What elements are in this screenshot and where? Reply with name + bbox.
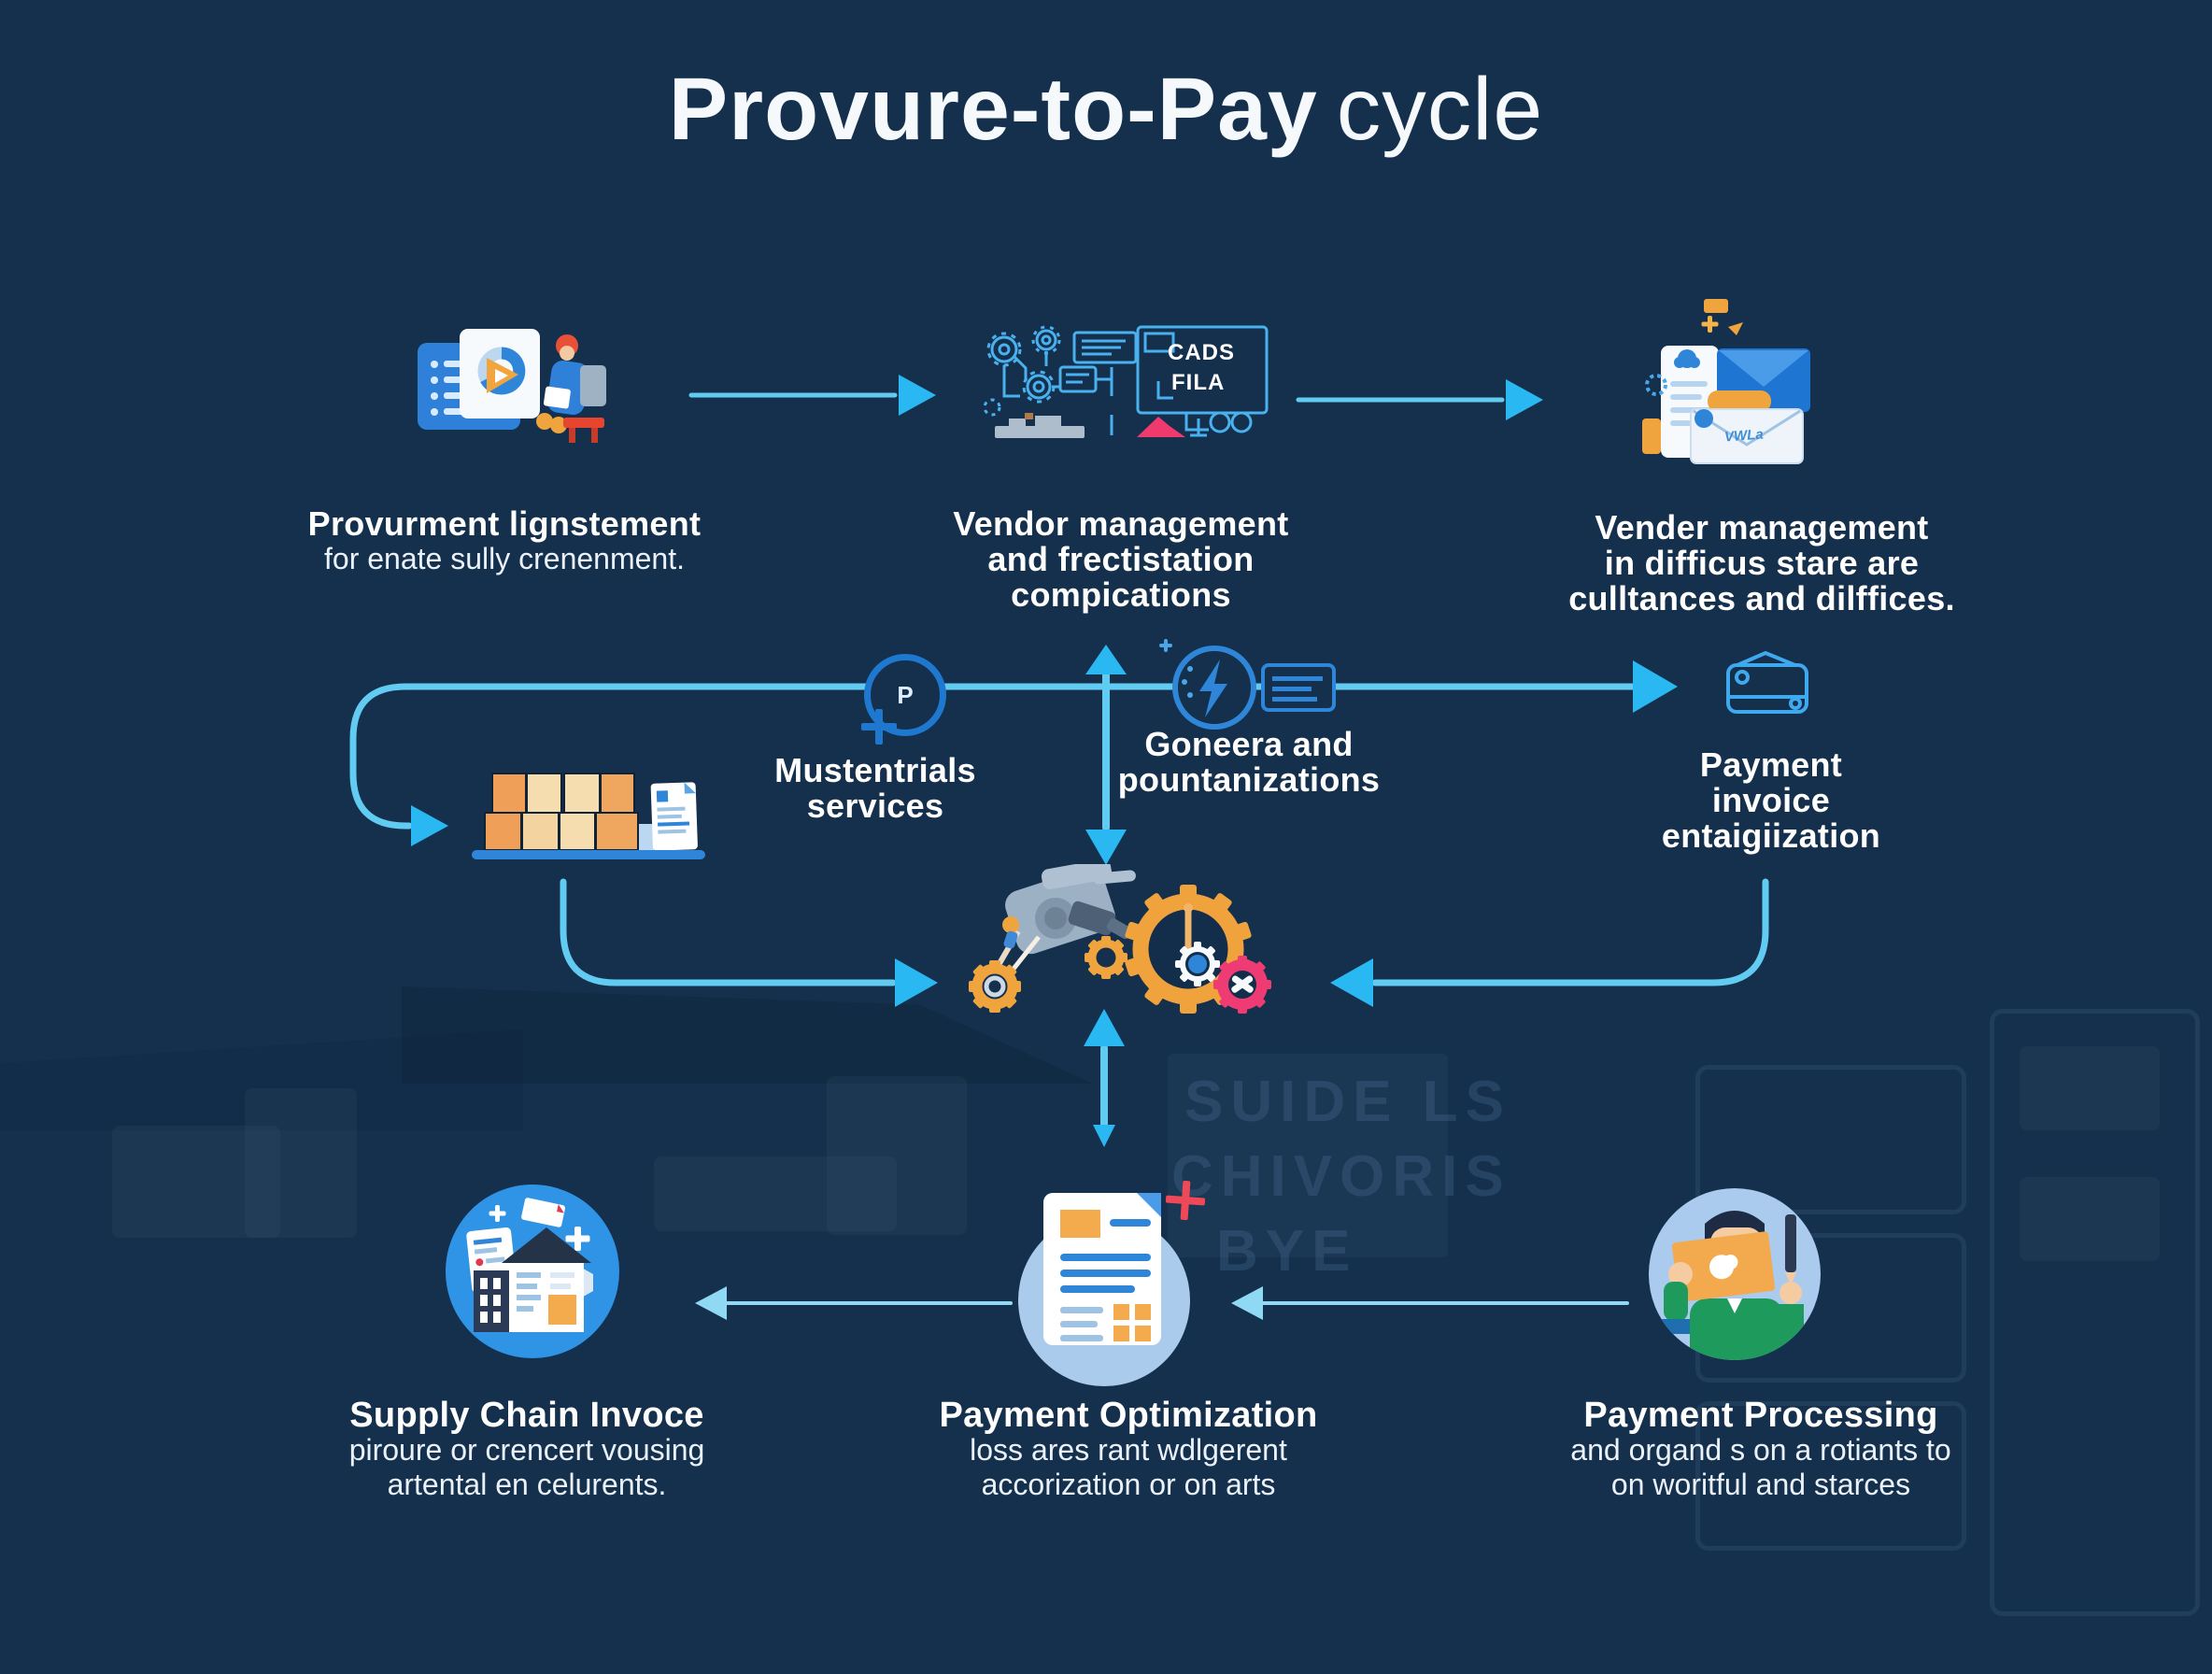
node-goneera-text: Goneera and pountanizations: [1062, 727, 1436, 798]
node-procurement-title: Provurment lignstement: [307, 504, 702, 543]
wallet-icon: [1726, 651, 1808, 714]
node-processing-title: Payment Processing: [1583, 1396, 1938, 1435]
node-supply-line2: piroure or crencert vousing: [348, 1433, 705, 1467]
node-processing-line2: and organd s on a rotiants to: [1570, 1433, 1951, 1467]
gears-machine-icon: [969, 864, 1271, 1014]
node-supply-text: Supply Chain Invoce piroure or crencert …: [321, 1397, 732, 1502]
blueprint-label-cads: CADS: [1168, 340, 1236, 365]
node-vender2-line3: culltances and dilffices.: [1568, 579, 1955, 617]
bg-city-2: [245, 1088, 357, 1238]
node-payment-invoice-text: Payment invoice entaigiization: [1575, 747, 1967, 854]
bg-city-1: [112, 1126, 280, 1238]
invoice-document-icon: [1043, 1193, 1161, 1345]
node-goneera-line2: pountanizations: [1117, 760, 1381, 799]
vendor-blueprint-icon: [983, 325, 1269, 438]
bg-cabinet-col-inner2: [2020, 1177, 2160, 1261]
materials-badge-letter: P: [897, 680, 914, 709]
bg-cabinet-3: [1695, 1401, 1966, 1551]
node-vendor-line3: compications: [1011, 575, 1231, 614]
node-materials-line1: Mustentrials: [774, 751, 976, 789]
node-supply-line3: artental en celurents.: [387, 1468, 667, 1501]
arrowhead-up-to-vendor: [1085, 645, 1127, 674]
node-vender2-line1: Vender management: [1595, 508, 1929, 546]
node-vendor-text: Vendor management and frectistation comp…: [925, 506, 1317, 613]
node-supply-title: Supply Chain Invoce: [349, 1396, 704, 1435]
procurement-icon: [418, 329, 606, 443]
node-vender2-line2: in difficus stare are: [1604, 544, 1920, 582]
arrowhead-top-2: [1506, 379, 1543, 420]
node-procurement-text: Provurment lignstement for enate sully c…: [280, 506, 729, 576]
node-vender2-text: Vender management in difficus stare are …: [1556, 510, 1967, 617]
bg-board: [1168, 1054, 1448, 1257]
watermark-text: SUIDE LS CHIVORIS BYE: [1171, 1065, 1511, 1289]
node-optimization-title: Payment Optimization: [939, 1396, 1318, 1435]
arrowhead-down-to-gears: [1085, 830, 1127, 865]
node-vendor-line2: and frectistation: [987, 540, 1255, 578]
watermark-line3: BYE: [1216, 1219, 1358, 1284]
vender-mail-icon: [1642, 299, 1810, 464]
arrowhead-up-to-gears: [1084, 1009, 1125, 1046]
watermark-line2: CHIVORIS: [1171, 1144, 1511, 1209]
bg-cabinet-col-inner: [2020, 1046, 2160, 1130]
page-title-main: Provure-to-Pay: [668, 60, 1318, 159]
node-optimization-line2: loss ares rant wdlgerent: [970, 1433, 1287, 1467]
arrowhead-down-to-document: [1093, 1125, 1115, 1147]
arrowhead-to-wallet: [1633, 660, 1678, 713]
bg-city-3: [654, 1156, 897, 1231]
arrowhead-to-optimization: [1231, 1286, 1263, 1320]
bolt-card-icon: [1159, 639, 1336, 730]
node-processing-text: Payment Processing and organd s on a rot…: [1541, 1397, 1980, 1502]
node-payment-invoice-line1: Payment: [1699, 745, 1843, 784]
bg-cabinet-col: [1990, 1009, 2200, 1616]
node-payment-invoice-line3: entaigiization: [1661, 816, 1881, 855]
person-payment-icon: [1662, 1211, 1804, 1360]
node-processing-line3: on woritful and starces: [1610, 1468, 1911, 1501]
blueprint-label-fila: FILA: [1171, 370, 1226, 395]
arrowhead-top-1: [899, 375, 936, 416]
node-goneera-line1: Goneera and: [1144, 725, 1354, 763]
envelope-mark: VWLa: [1723, 426, 1765, 446]
node-materials-line2: services: [806, 787, 944, 825]
arrowhead-to-boxes: [411, 805, 448, 846]
node-materials-text: Mustentrials services: [688, 753, 1062, 824]
node-optimization-line3: accorization or on arts: [981, 1468, 1276, 1501]
materials-plus-icon: [861, 709, 897, 745]
bg-city-4: [827, 1076, 967, 1235]
node-procurement-line2: for enate sully crenenment.: [324, 542, 685, 575]
watermark-line1: SUIDE LS: [1184, 1070, 1511, 1134]
bg-cabinet-1: [1695, 1065, 1966, 1214]
node-optimization-text: Payment Optimization loss ares rant wdlg…: [914, 1397, 1343, 1502]
arrowhead-wallet-to-center: [1330, 958, 1373, 1007]
page-title-suffix: cycle: [1336, 60, 1544, 159]
pallet-boxes-icon: [472, 773, 705, 859]
node-payment-invoice-line2: invoice: [1711, 781, 1831, 819]
arrowhead-boxes-to-center: [895, 958, 938, 1007]
arrowhead-to-supply: [695, 1286, 727, 1320]
node-vendor-line1: Vendor management: [953, 504, 1289, 543]
materials-badge-icon: P: [864, 654, 946, 736]
supply-chain-illustration: [466, 1198, 593, 1332]
red-plus-icon: [1165, 1180, 1207, 1222]
